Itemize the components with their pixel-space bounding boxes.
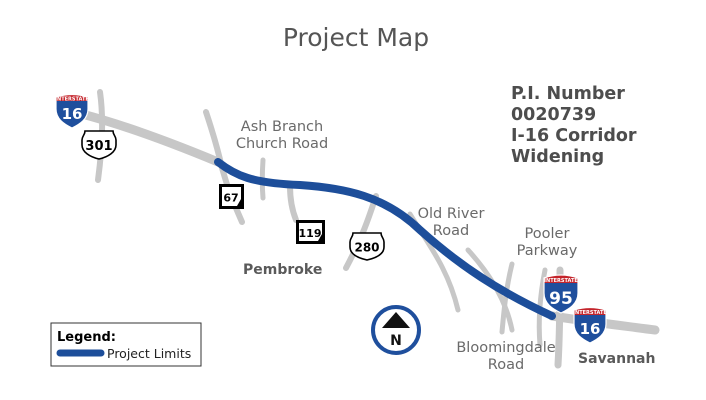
i95-shield-word: INTERSTATE <box>544 278 578 284</box>
i16-east-shield: INTERSTATE 16 <box>573 306 607 344</box>
pi-number-label: P.I. Number <box>511 84 625 104</box>
bloomingdale-label-line1: Bloomingdale <box>456 340 555 356</box>
i16-east-shield-number: 16 <box>580 320 601 338</box>
ash-branch-label-line1: Ash Branch <box>241 119 323 135</box>
i16-east-shield-word: INTERSTATE <box>573 310 607 316</box>
project-info: P.I. Number 0020739 I-16 Corridor Wideni… <box>511 84 637 167</box>
pooler-parkway-road <box>499 261 515 335</box>
i95-shield-number: 95 <box>549 289 573 309</box>
legend-item-project-limits: Project Limits <box>107 346 191 361</box>
i16-west-shield-word: INTERSTATE <box>55 97 89 103</box>
sr119-road <box>287 183 299 223</box>
us301-shield-number: 301 <box>85 139 112 154</box>
pi-number-value: 0020739 <box>511 105 596 125</box>
pooler-label-line2: Parkway <box>517 243 578 259</box>
bloomingdale-label-line2: Road <box>488 357 524 373</box>
project-name-line2: Widening <box>511 147 604 167</box>
sr280-shield-number: 280 <box>354 241 379 255</box>
sr280-shield: 280 <box>349 232 385 261</box>
north-arrow-icon: N <box>371 305 421 355</box>
legend: Legend: Project Limits <box>50 322 202 367</box>
pembroke-label: Pembroke <box>243 262 322 278</box>
legend-title: Legend: <box>57 330 116 345</box>
north-letter: N <box>390 333 402 349</box>
ash-branch-label-line2: Church Road <box>236 136 328 152</box>
old-river-label-line2: Road <box>433 223 469 239</box>
i16-west-shield: INTERSTATE 16 <box>55 93 89 129</box>
project-limits-route <box>214 158 556 320</box>
pooler-label-line1: Pooler <box>525 226 570 242</box>
old-river-label-line1: Old River <box>418 206 485 222</box>
i16-road-west <box>77 109 223 167</box>
i95-shield: INTERSTATE 95 <box>543 274 579 314</box>
sr119-shield: 119 <box>296 220 325 244</box>
sr67-shield-number: 67 <box>223 192 238 205</box>
i16-west-shield-number: 16 <box>62 105 83 123</box>
us301-shield: 301 <box>81 130 117 160</box>
map-title: Project Map <box>283 23 429 52</box>
sr67-shield: 67 <box>219 184 244 209</box>
sr119-shield-number: 119 <box>299 227 322 240</box>
project-name-line1: I-16 Corridor <box>511 126 637 146</box>
savannah-label: Savannah <box>578 351 655 367</box>
